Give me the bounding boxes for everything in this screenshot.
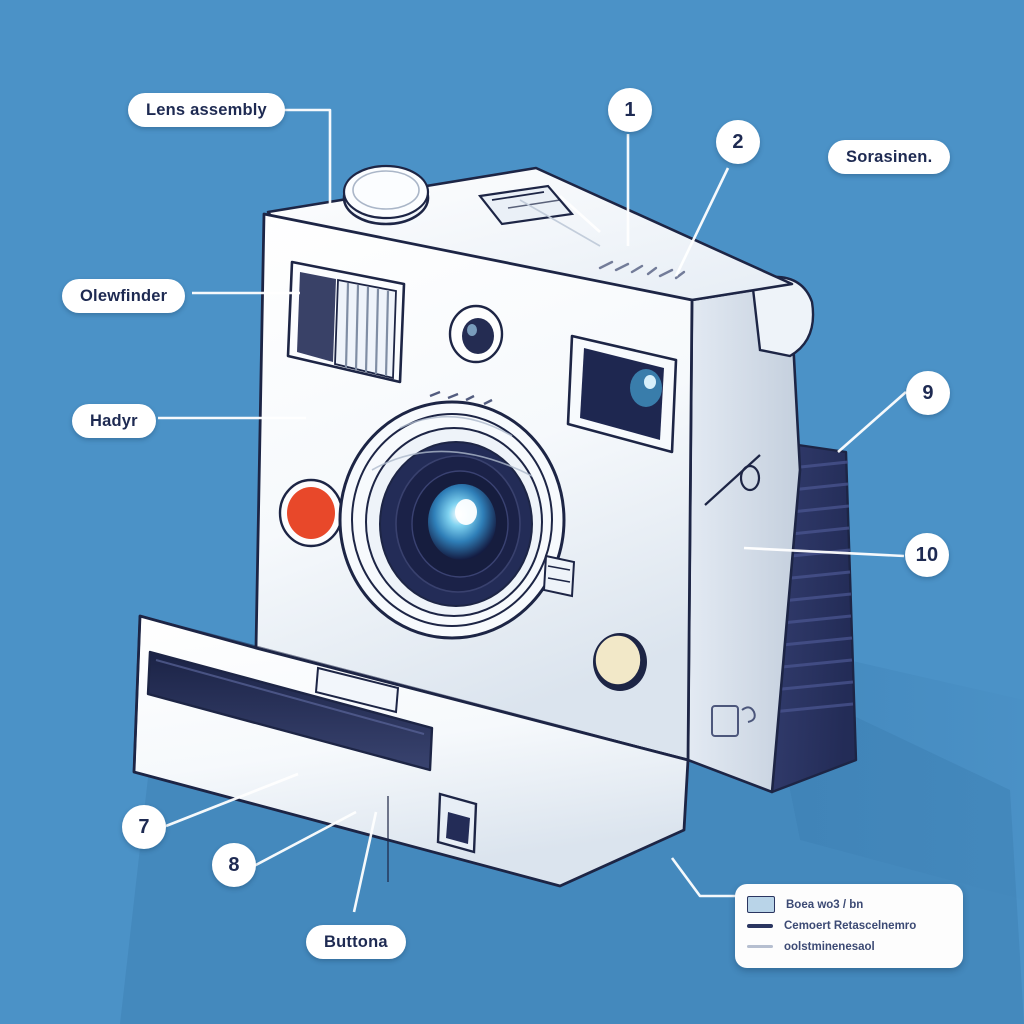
legend-row: Cemoert Retascelnemro bbox=[747, 915, 951, 936]
label-text: Hadyr bbox=[90, 411, 138, 430]
label-buttons[interactable]: Buttona bbox=[306, 925, 406, 959]
lens-assembly bbox=[338, 400, 576, 640]
lens-housing-marks bbox=[429, 390, 493, 406]
film-door-assembly bbox=[132, 614, 690, 888]
marker-8[interactable]: 8 bbox=[212, 843, 256, 887]
marker-text: 10 bbox=[915, 543, 939, 566]
marker-text: 1 bbox=[624, 98, 636, 121]
film-ejection-slot bbox=[146, 650, 434, 772]
legend-swatch-light-line-icon bbox=[747, 945, 773, 948]
marker-1[interactable]: 1 bbox=[608, 88, 652, 132]
legend-label: oolstminenesaol bbox=[784, 940, 875, 953]
legend-swatch-dark-line-icon bbox=[747, 923, 773, 928]
marker-9[interactable]: 9 bbox=[906, 371, 950, 415]
legend-label: Boea wo3 / bn bbox=[786, 898, 864, 911]
legend-swatch-box-icon bbox=[747, 896, 775, 913]
camera-right-face bbox=[686, 275, 815, 794]
shutter-button bbox=[278, 478, 344, 548]
legend-row: Boea wo3 / bn bbox=[747, 894, 951, 915]
marker-text: 9 bbox=[922, 381, 934, 404]
door-latch bbox=[436, 792, 478, 854]
marker-text: 2 bbox=[732, 130, 744, 153]
camera-top-face bbox=[266, 164, 794, 302]
marker-text: 7 bbox=[138, 815, 150, 838]
viewfinder-window bbox=[566, 334, 678, 454]
camera-front-face bbox=[254, 212, 694, 762]
legend-label: Cemoert Retascelnemro bbox=[784, 919, 917, 932]
secondary-button bbox=[593, 633, 647, 691]
flash-unit bbox=[286, 260, 406, 384]
label-text: Buttona bbox=[324, 932, 388, 951]
label-text: Lens assembly bbox=[146, 100, 267, 119]
hot-shoe bbox=[477, 184, 575, 226]
legend-row: oolstminenesaol bbox=[747, 936, 951, 957]
marker-7[interactable]: 7 bbox=[122, 805, 166, 849]
label-text: Sorasinen. bbox=[846, 147, 933, 166]
marker-10[interactable]: 10 bbox=[905, 533, 949, 577]
marker-text: 8 bbox=[228, 853, 240, 876]
label-body[interactable]: Hadyr bbox=[72, 404, 156, 438]
embossed-text bbox=[598, 260, 686, 280]
legend-box: Boea wo3 / bn Cemoert Retascelnemro ools… bbox=[735, 884, 963, 968]
label-sensor[interactable]: Sorasinen. bbox=[828, 140, 951, 174]
label-lens-assembly[interactable]: Lens assembly bbox=[128, 93, 285, 127]
sensor-lens bbox=[448, 304, 504, 364]
top-dial bbox=[342, 164, 430, 226]
label-text: Olewfinder bbox=[80, 286, 168, 305]
label-viewfinder[interactable]: Olewfinder bbox=[62, 279, 186, 313]
marker-2[interactable]: 2 bbox=[716, 120, 760, 164]
